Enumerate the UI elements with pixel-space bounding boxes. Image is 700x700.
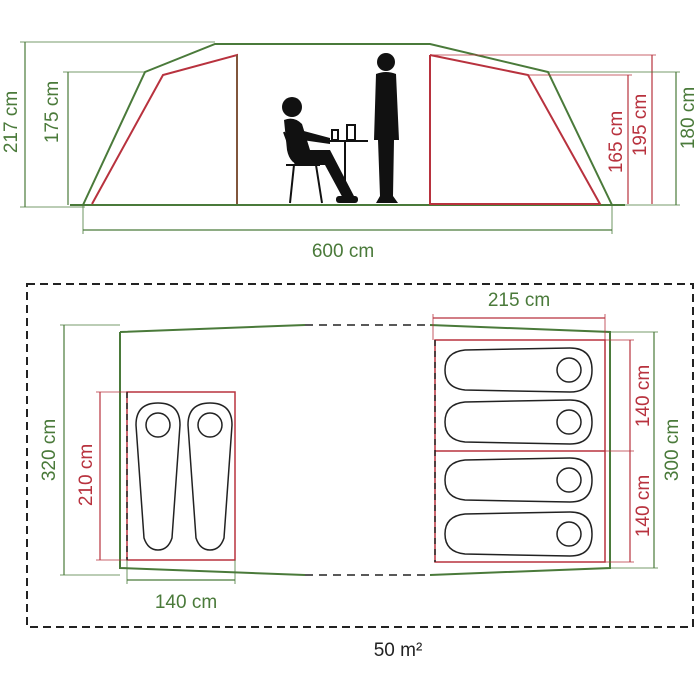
sleeping-bag-icon	[444, 399, 593, 445]
sleeping-bag-icon	[187, 402, 233, 551]
label-width-140-lower: 140 cm	[633, 475, 654, 537]
label-height-175: 175 cm	[42, 81, 63, 143]
sleeping-bag-icon	[444, 511, 593, 557]
sleeping-bag-icon	[444, 347, 593, 393]
label-width-320: 320 cm	[39, 419, 60, 481]
label-area: 50 m²	[374, 640, 423, 661]
label-height-217: 217 cm	[1, 91, 22, 153]
tent-outer-profile	[82, 43, 613, 206]
right-bedroom-inner	[429, 54, 602, 205]
floor-plan: 215 cm 320 cm 210 cm 140 cm 140 cm 140 c…	[26, 283, 694, 661]
label-height-195: 195 cm	[630, 94, 651, 156]
label-length-215: 215 cm	[488, 290, 550, 311]
label-width-140-upper: 140 cm	[633, 365, 654, 427]
left-bedroom-inner	[91, 53, 238, 205]
label-height-165: 165 cm	[606, 111, 627, 173]
table-icon	[318, 124, 368, 203]
label-length-210: 210 cm	[76, 444, 97, 506]
footprint-area	[26, 283, 694, 628]
left-bedroom	[126, 391, 236, 561]
sleeping-bag-icon	[135, 402, 181, 551]
tent-floor-outline	[119, 324, 611, 576]
standing-person-icon	[374, 53, 399, 203]
side-view: 600 cm 217 cm 175 cm 165 cm 195 cm 180 c…	[1, 41, 699, 262]
sleeping-bag-icon	[444, 457, 593, 503]
label-width-600: 600 cm	[312, 241, 374, 262]
chair-icon	[283, 131, 323, 204]
label-width-140-left: 140 cm	[155, 592, 217, 613]
label-height-180: 180 cm	[678, 87, 699, 149]
label-width-300: 300 cm	[662, 419, 683, 481]
